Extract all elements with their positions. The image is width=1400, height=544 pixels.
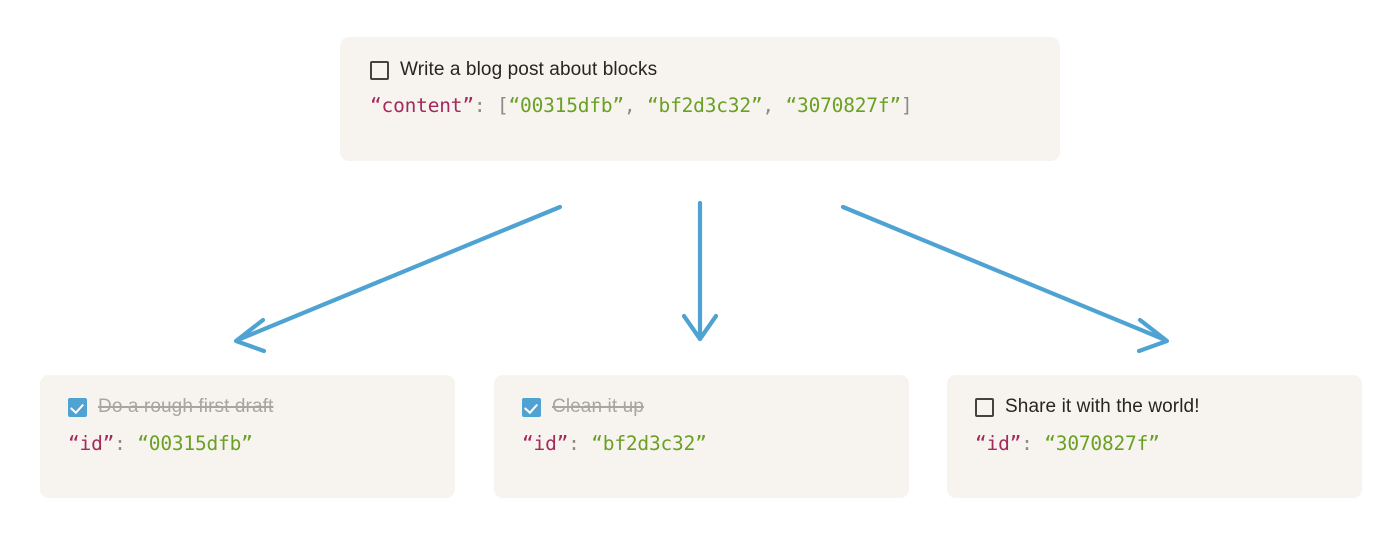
json-colon: : bbox=[1021, 432, 1033, 455]
child-block-card[interactable]: Share it with the world! “id”: “3070827f… bbox=[947, 375, 1362, 498]
json-key: “id” bbox=[68, 432, 115, 455]
child-json-line: “id”: “3070827f” bbox=[975, 432, 1362, 455]
arrow-to-child-1 bbox=[681, 200, 719, 342]
json-colon: : bbox=[114, 432, 126, 455]
json-key: “id” bbox=[975, 432, 1022, 455]
json-key: “id” bbox=[522, 432, 569, 455]
parent-todo-row[interactable]: Write a blog post about blocks bbox=[370, 59, 1032, 81]
json-value-0: “00315dfb” bbox=[508, 94, 625, 117]
child-todo-label: Share it with the world! bbox=[1005, 396, 1200, 417]
arrow-to-child-0 bbox=[233, 204, 563, 354]
json-separator-0: , bbox=[623, 94, 648, 117]
parent-block-card[interactable]: Write a blog post about blocks “content”… bbox=[340, 37, 1060, 161]
json-close-bracket: ] bbox=[900, 94, 913, 117]
json-open-bracket: [ bbox=[496, 94, 509, 117]
checkbox-unchecked-icon[interactable] bbox=[975, 397, 994, 417]
checkbox-checked-icon[interactable] bbox=[522, 397, 541, 417]
child-block-card[interactable]: Do a rough first draft “id”: “00315dfb” bbox=[40, 375, 455, 498]
checkbox-checked-icon[interactable] bbox=[68, 397, 87, 417]
child-todo-row[interactable]: Clean it up bbox=[522, 396, 909, 418]
child-json-line: “id”: “00315dfb” bbox=[68, 432, 455, 455]
child-todo-row[interactable]: Share it with the world! bbox=[975, 396, 1362, 418]
child-todo-row[interactable]: Do a rough first draft bbox=[68, 396, 455, 418]
checkbox-unchecked-icon[interactable] bbox=[370, 60, 389, 80]
child-todo-label: Do a rough first draft bbox=[98, 396, 274, 417]
arrow-to-child-2 bbox=[840, 204, 1170, 354]
json-separator-1: , bbox=[762, 94, 786, 117]
child-json-line: “id”: “bf2d3c32” bbox=[522, 432, 909, 455]
json-colon: : bbox=[568, 432, 580, 455]
json-value: “3070827f” bbox=[1044, 432, 1160, 455]
parent-json-line: “content”: [“00315dfb”, “bf2d3c32”, “307… bbox=[370, 94, 1032, 117]
json-colon: : bbox=[473, 94, 486, 117]
child-block-card[interactable]: Clean it up “id”: “bf2d3c32” bbox=[494, 375, 909, 498]
json-value: “00315dfb” bbox=[137, 432, 253, 455]
parent-todo-label: Write a blog post about blocks bbox=[400, 59, 658, 80]
json-key: “content” bbox=[370, 94, 474, 117]
json-value: “bf2d3c32” bbox=[591, 432, 707, 455]
json-value-2: “3070827f” bbox=[785, 94, 902, 117]
json-value-1: “bf2d3c32” bbox=[647, 94, 763, 117]
child-todo-label: Clean it up bbox=[552, 396, 644, 417]
